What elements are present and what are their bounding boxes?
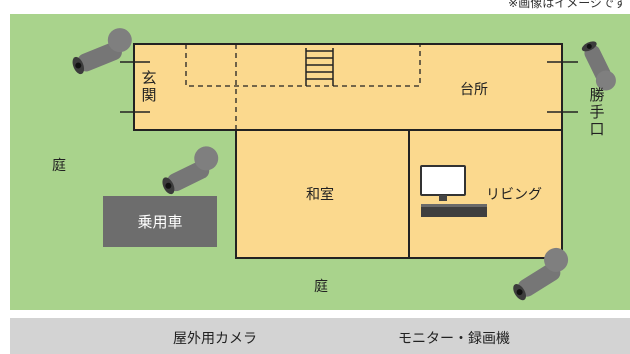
- upper-floor: [133, 43, 563, 131]
- camera-icon: [581, 41, 616, 91]
- stairs-icon: [305, 48, 334, 86]
- entrance-label-char: 玄: [141, 69, 157, 87]
- entrance-label: 玄 関: [141, 70, 157, 104]
- camera-icon: [513, 247, 569, 301]
- kitchen-label: 台所: [460, 82, 488, 98]
- car-label: 乗用車: [103, 196, 217, 247]
- camera-icon: [162, 146, 219, 195]
- backdoor-label-char: 勝: [589, 86, 605, 104]
- image-note: ※画像はイメージです: [508, 0, 626, 10]
- backdoor-label-char: 口: [589, 120, 605, 138]
- lower-floor: [235, 129, 563, 259]
- legend-bar: [10, 318, 630, 354]
- yard-label: 庭: [52, 158, 66, 174]
- camera-icon: [72, 28, 132, 75]
- yard-label: 庭: [314, 279, 328, 295]
- legend-camera-label: 屋外用カメラ: [173, 331, 257, 347]
- backdoor-label: 勝 手 口: [589, 87, 605, 138]
- dashed-partition: [185, 44, 421, 87]
- entrance-label-char: 関: [141, 86, 157, 104]
- monitor-recorder-icon: [420, 165, 487, 217]
- legend-monitor-label: モニター・録画機: [398, 331, 510, 347]
- japanese-room-label: 和室: [306, 187, 334, 203]
- living-label: リビング: [486, 187, 542, 203]
- backdoor-label-char: 手: [589, 103, 605, 121]
